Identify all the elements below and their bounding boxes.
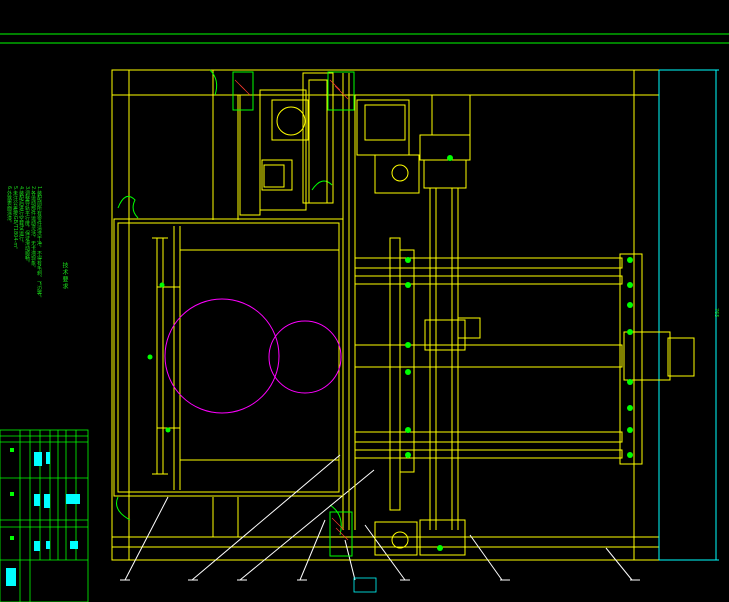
hatch-fill xyxy=(234,79,349,541)
note-line: 2.各运动部件运动灵活，无卡滞现象。 xyxy=(30,186,36,271)
guide-rods xyxy=(354,237,695,511)
note-line: 1.装配前所有零件清洗干净，不得有毛刺、飞边等。 xyxy=(36,186,42,301)
note-line: 4.装配后进行空载试运行。 xyxy=(18,186,24,246)
drawing-border xyxy=(0,33,729,44)
cyan-outline xyxy=(658,69,719,561)
slide-assembly xyxy=(356,94,481,556)
title-block xyxy=(0,429,89,602)
central-column xyxy=(239,72,356,530)
title-block-fills xyxy=(6,452,80,586)
note-line: 5.未注公差按GB/T1804-m。 xyxy=(12,186,18,253)
hatched-mounts xyxy=(232,71,355,557)
break-lines xyxy=(116,69,342,536)
note-line: 3.调整导轨平行度，保证滑动顺畅。 xyxy=(24,186,30,266)
machine-frame xyxy=(111,69,660,561)
roller-circles xyxy=(164,298,342,414)
leader-lines xyxy=(120,454,640,581)
housing-box xyxy=(113,218,344,497)
overall-dimension: 765 xyxy=(713,308,719,318)
bolts xyxy=(147,155,633,551)
technical-notes: 1.装配前所有零件清洗干净，不得有毛刺、飞边等。 2.各运动部件运动灵活，无卡滞… xyxy=(6,186,42,301)
notes-title: 技术要求 xyxy=(61,262,68,290)
note-line: 6.外露表面涂漆。 xyxy=(6,186,12,226)
title-block-marks xyxy=(10,448,14,540)
callout-boxes xyxy=(353,577,377,593)
